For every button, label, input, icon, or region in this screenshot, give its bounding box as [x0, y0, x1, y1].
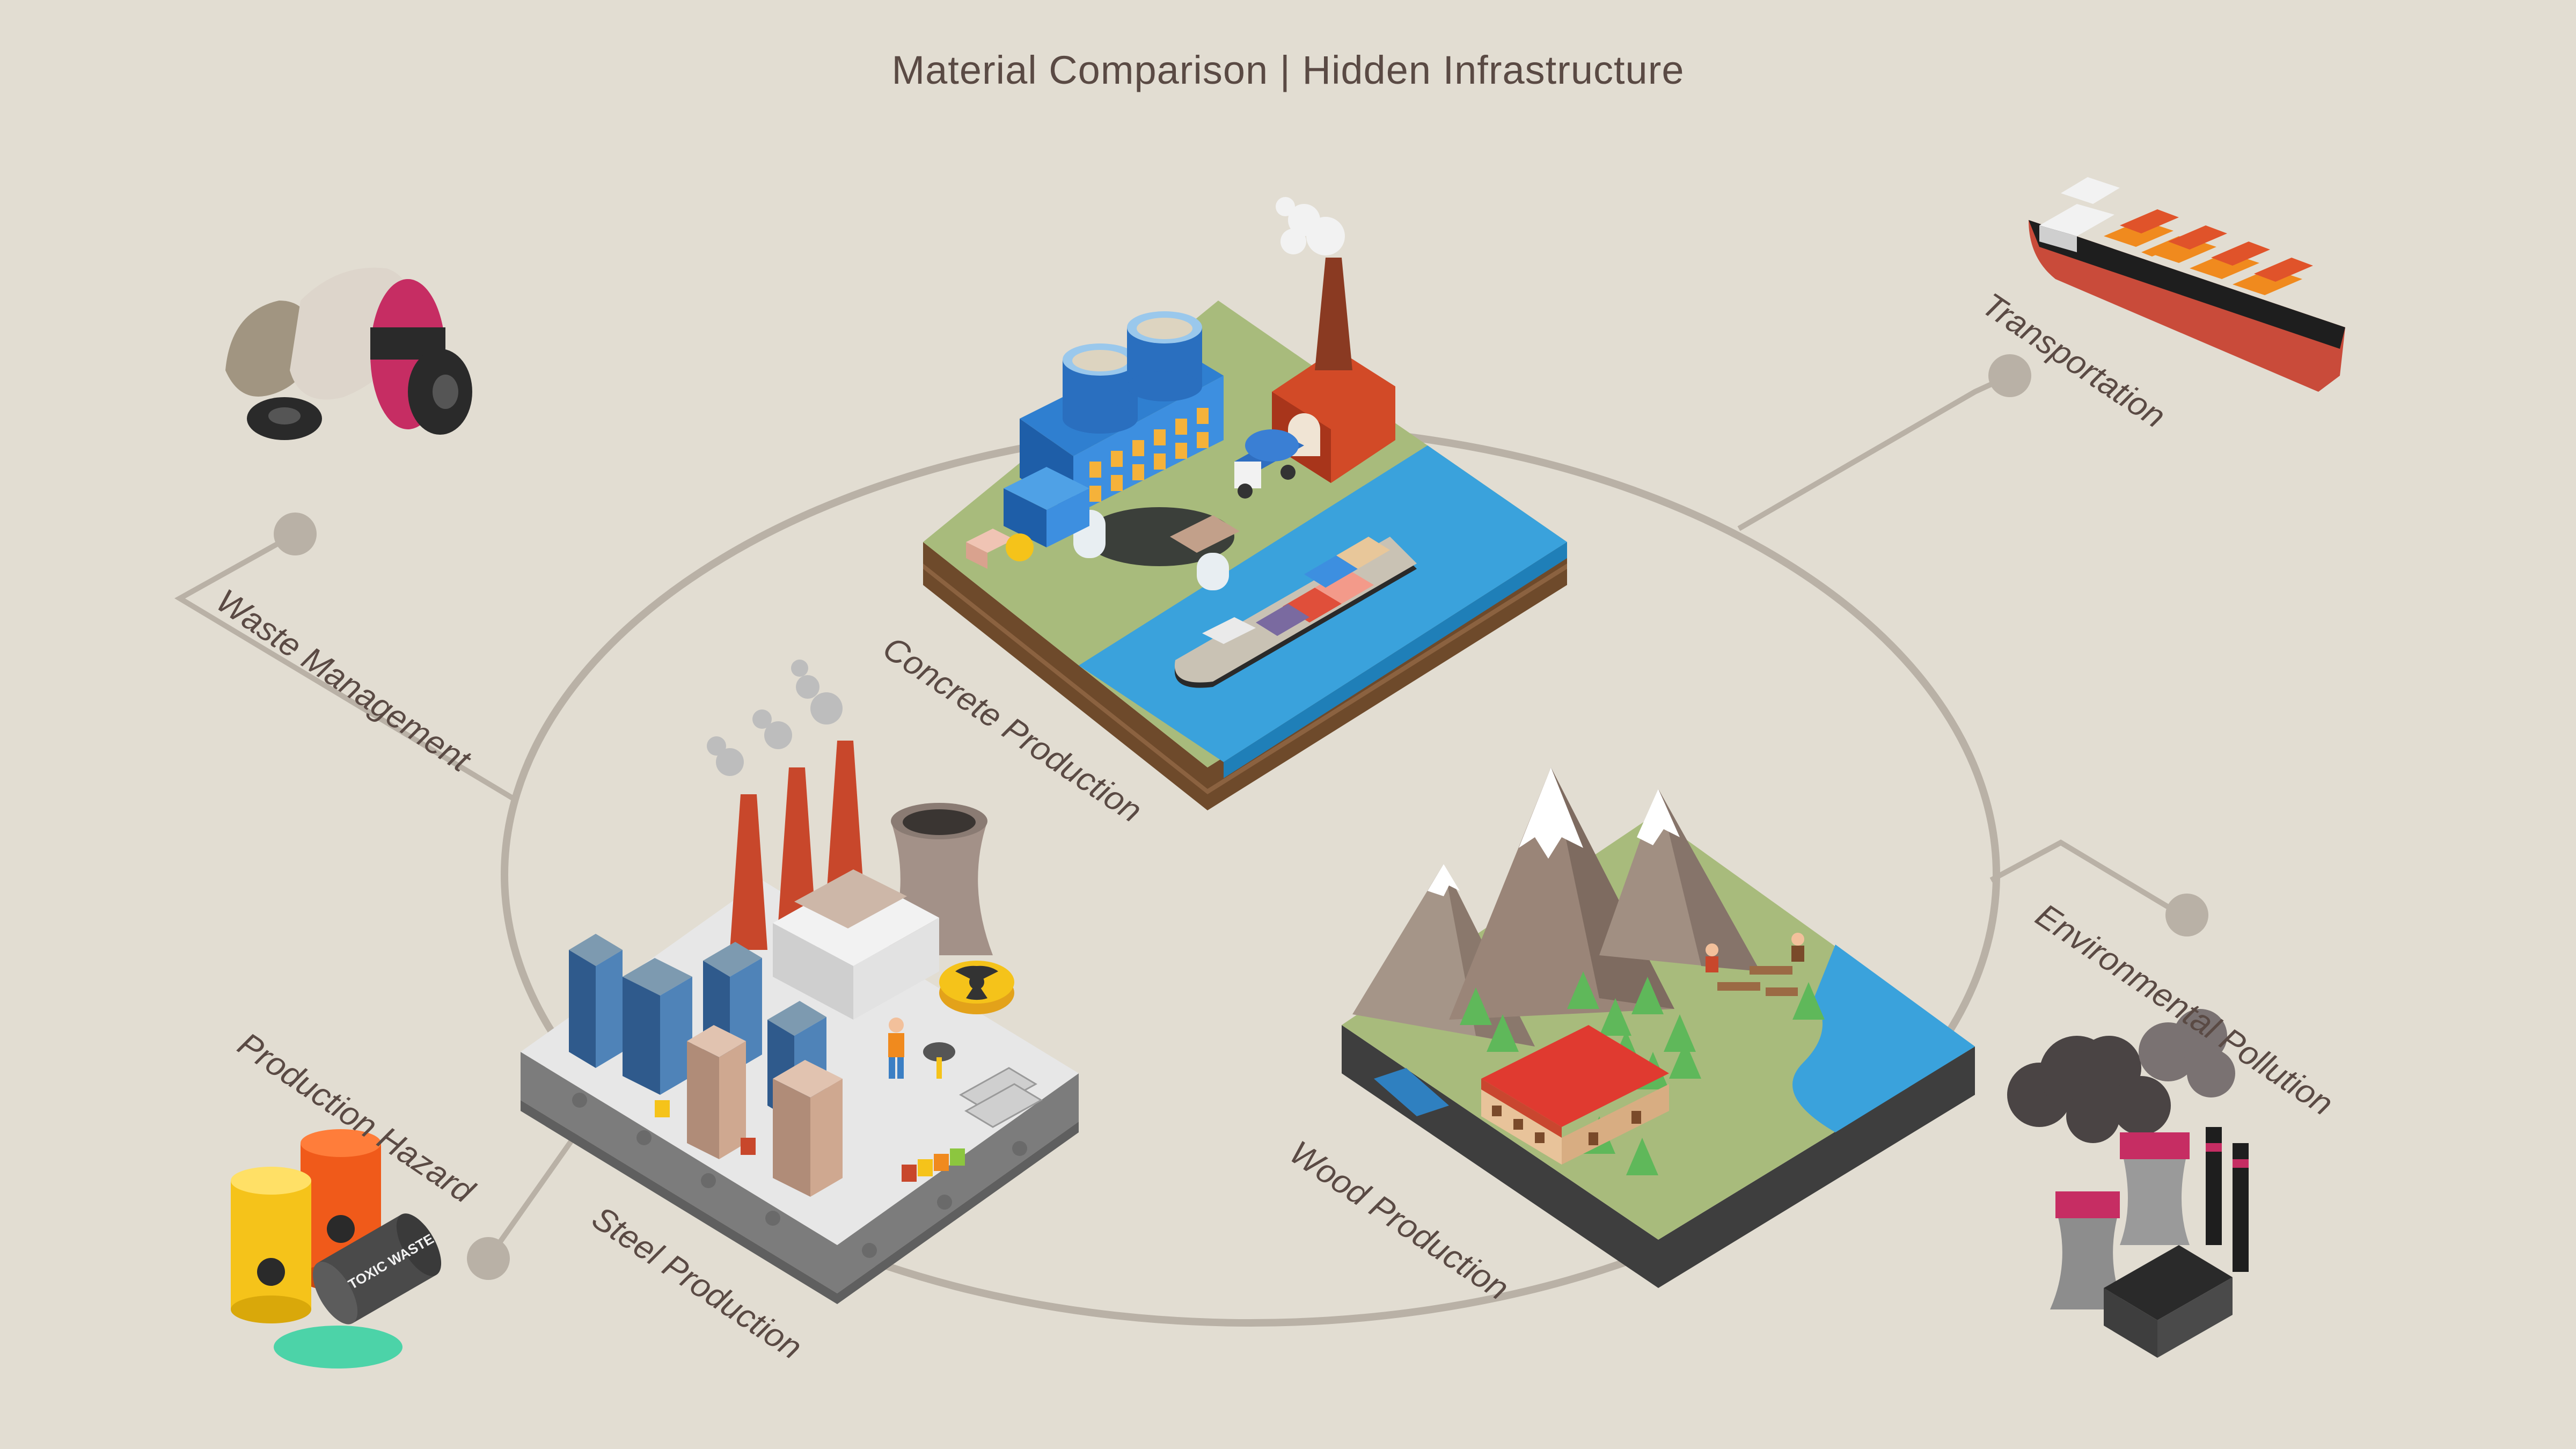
hazard-barrels-icon: TOXIC WASTE: [231, 1129, 442, 1368]
container-ship-icon: [2029, 177, 2345, 392]
pollution-connector: [1989, 839, 2183, 918]
steel-radiation-tank: [939, 961, 1014, 1014]
pollution-factory-icon: [2007, 1009, 2249, 1358]
page-title: Material Comparison | Hidden Infrastruct…: [891, 48, 1685, 92]
steel-chimneys: [707, 660, 864, 950]
wood-mountains: [1352, 767, 1760, 1046]
concrete-cargo-ship: [1174, 537, 1417, 688]
wood-river: [1792, 945, 1975, 1132]
concrete-factory: [1004, 311, 1224, 547]
steel-recycle-bins: [655, 1100, 965, 1182]
concrete-production-tile: [923, 197, 1567, 810]
steel-beams: [959, 1067, 1043, 1128]
waste-dot: [274, 513, 317, 555]
waste-connector: [174, 531, 517, 802]
connector-lines: [174, 354, 2208, 1280]
hazard-connector: [486, 1120, 588, 1260]
wood-house: [1481, 1025, 1669, 1165]
waste-bags-icon: [225, 267, 472, 440]
steel-production-tile: [521, 660, 1079, 1304]
steel-office-building: [773, 869, 939, 1020]
concrete-mixer-truck: [1234, 429, 1304, 499]
steel-worker: [888, 1018, 955, 1079]
hazard-dot: [467, 1237, 510, 1280]
wood-lumberjacks: [1706, 933, 1804, 996]
transport-connector: [1737, 373, 2011, 531]
wood-production-tile: [1342, 767, 1975, 1288]
transport-dot: [1988, 354, 2031, 397]
pollution-dot: [2165, 894, 2208, 936]
steel-brown-towers: [687, 1025, 843, 1197]
